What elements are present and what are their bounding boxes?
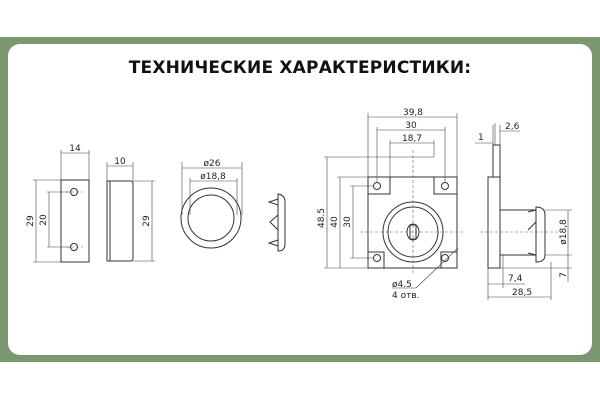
dim-tab: 2,6 [505, 122, 520, 132]
dim-height: 29 [26, 215, 36, 227]
dim-offset: 7,4 [508, 274, 523, 284]
hole-diameter-label: ø4.5 [392, 280, 412, 290]
dim-depth: 10 [114, 157, 126, 167]
hole-count-label: 4 отв. [392, 291, 420, 301]
lock-front: 39,8 30 18,7 48.5 40 30 ø4.5 4 отв. [317, 108, 465, 301]
content-panel [8, 44, 592, 355]
rosette-ring: ø26 ø18,8 [180, 159, 243, 249]
dim-inner-diameter: ø18,8 [200, 172, 226, 182]
dim-hole-spacing-v: 30 [343, 216, 353, 228]
dim-hole-spacing-h: 30 [405, 121, 417, 131]
dim-plate: 1 [478, 133, 484, 143]
dim-width: 14 [69, 144, 81, 154]
strike-plate-side: 10 29 [106, 157, 155, 262]
dim-body-height: 40 [330, 216, 340, 228]
dim-bottom-offset: 7 [559, 272, 569, 278]
rosette-profile [267, 193, 286, 252]
dim-hole-spacing: 20 [39, 214, 49, 226]
lock-side: 1 2,6 ø18,8 7 7,4 28,5 [475, 122, 572, 300]
strike-plate-front: 14 29 20 [26, 144, 90, 263]
dim-outer-diameter: ø26 [204, 159, 221, 169]
dim-height: 29 [142, 215, 152, 227]
dim-cylinder-diameter: ø18,8 [559, 219, 569, 245]
page-title: ТЕХНИЧЕСКИЕ ХАРАКТЕРИСТИКИ: [128, 58, 472, 78]
dim-width: 39,8 [403, 108, 423, 118]
dim-total-depth: 28,5 [512, 288, 532, 298]
dim-total-height: 48.5 [317, 208, 327, 228]
dim-notch-width: 18,7 [402, 134, 422, 144]
